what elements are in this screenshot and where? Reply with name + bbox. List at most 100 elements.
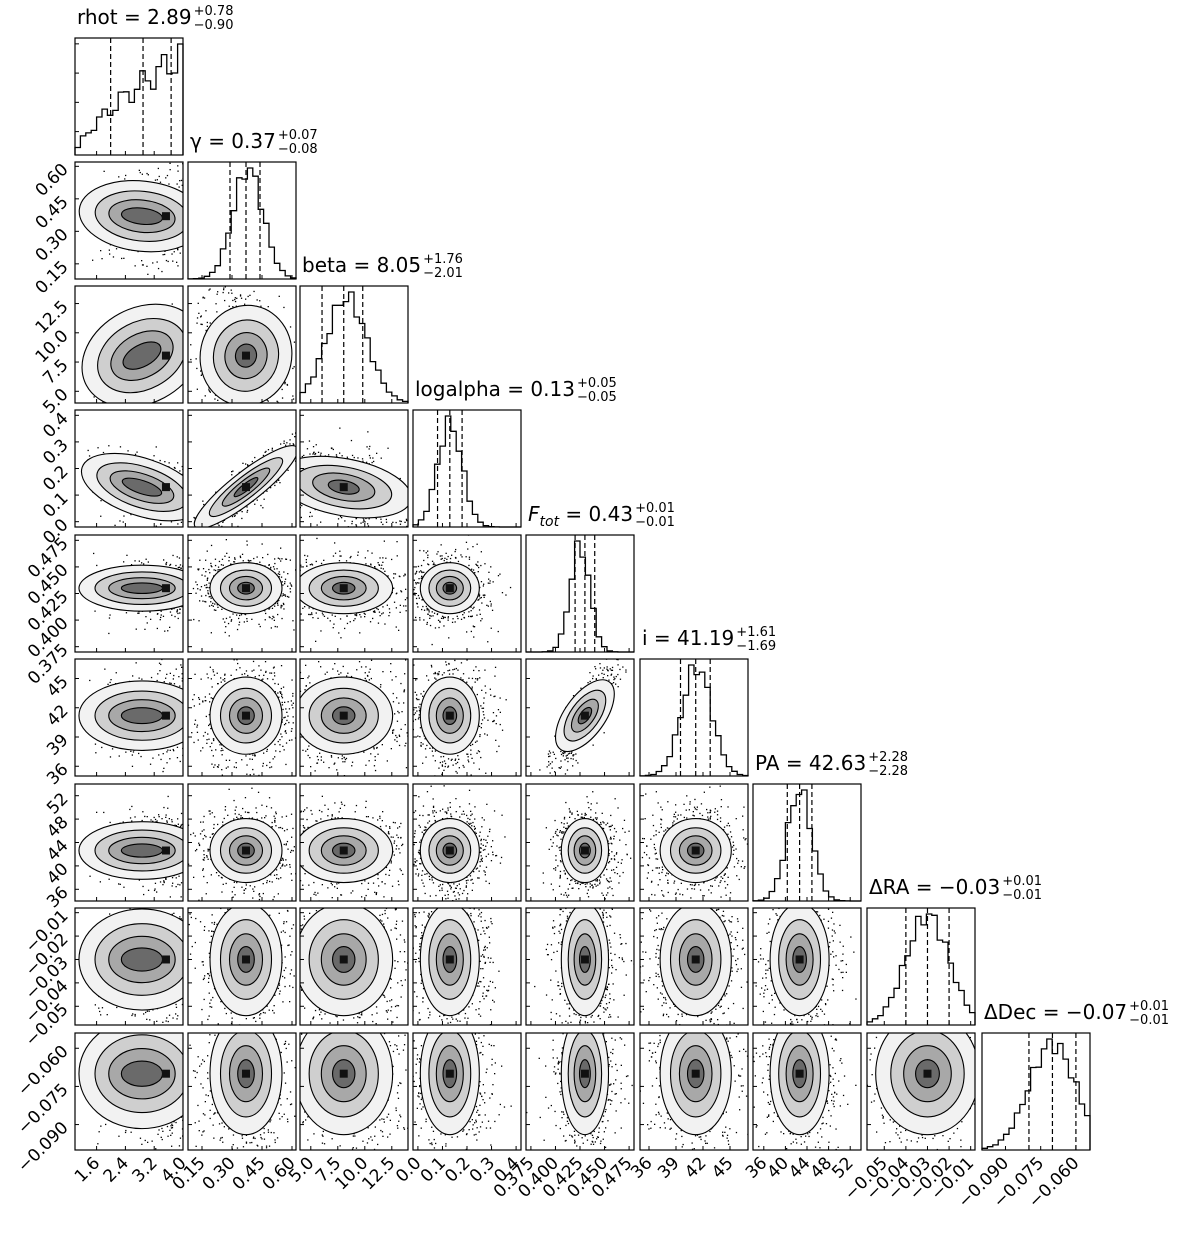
- sample-point: [380, 518, 382, 520]
- sample-point: [191, 230, 192, 231]
- sample-point: [184, 506, 185, 507]
- sample-point: [159, 619, 161, 621]
- sample-point: [218, 431, 219, 432]
- sample-point: [312, 453, 314, 455]
- sample-point: [189, 569, 190, 570]
- panel-rhot-logalpha: [74, 409, 191, 528]
- sample-point: [247, 465, 249, 467]
- sample-point: [145, 616, 147, 618]
- sample-point: [280, 428, 281, 429]
- sample-point: [247, 464, 249, 466]
- sample-point: [209, 391, 211, 393]
- sample-point: [263, 498, 265, 500]
- sample-point: [267, 400, 269, 402]
- sample-point: [189, 491, 190, 492]
- sample-point: [192, 582, 193, 583]
- sample-point: [350, 439, 353, 442]
- sample-point: [186, 539, 187, 540]
- sample-point: [189, 215, 190, 216]
- sample-point: [184, 220, 185, 221]
- sample-point: [192, 193, 193, 194]
- sample-point: [190, 513, 191, 514]
- sample-point: [293, 505, 294, 506]
- sample-point: [355, 525, 358, 527]
- sample-point: [300, 516, 302, 519]
- sample-point: [192, 582, 193, 583]
- sample-point: [184, 231, 185, 232]
- sample-point: [265, 450, 267, 453]
- sample-point: [186, 197, 187, 198]
- sample-point: [262, 404, 263, 405]
- sample-point: [112, 256, 115, 258]
- sample-point: [231, 418, 232, 419]
- sample-point: [367, 431, 369, 433]
- sample-point: [215, 303, 217, 305]
- sample-point: [368, 518, 370, 520]
- sample-point: [216, 536, 217, 537]
- sample-point: [189, 316, 190, 317]
- sample-point: [185, 596, 186, 597]
- sample-point: [185, 203, 186, 204]
- sample-point: [169, 626, 171, 628]
- sample-point: [159, 181, 162, 183]
- sample-point: [249, 414, 250, 415]
- sample-point: [231, 292, 233, 294]
- sample-point: [186, 259, 187, 260]
- sample-point: [335, 454, 338, 456]
- sample-point: [367, 525, 370, 527]
- sample-point: [186, 497, 187, 498]
- sample-point: [190, 454, 191, 455]
- sample-point: [304, 343, 305, 344]
- sample-point: [276, 406, 277, 407]
- sample-point: [297, 378, 298, 379]
- sample-point: [264, 451, 266, 453]
- sample-point: [184, 505, 185, 506]
- sample-point: [191, 585, 192, 586]
- sample-point: [324, 422, 325, 423]
- sample-point: [406, 557, 407, 558]
- sample-point: [185, 479, 186, 480]
- sample-point: [316, 524, 318, 526]
- sample-point: [294, 436, 296, 438]
- sample-point: [215, 280, 216, 281]
- sample-point: [291, 414, 292, 415]
- sample-point: [226, 407, 227, 408]
- sample-point: [289, 439, 291, 441]
- sample-point: [365, 547, 366, 548]
- sample-point: [154, 179, 157, 181]
- sample-point: [192, 555, 193, 556]
- sample-point: [192, 561, 193, 562]
- sample-point: [215, 491, 217, 493]
- sample-point: [190, 229, 191, 230]
- sample-point: [190, 501, 191, 502]
- sample-point: [215, 528, 216, 529]
- sample-point: [289, 483, 290, 484]
- sample-point: [205, 310, 207, 312]
- sample-point: [184, 204, 185, 205]
- sample-point: [189, 340, 190, 341]
- sample-point: [380, 457, 382, 459]
- sample-point: [190, 499, 191, 500]
- sample-point: [192, 224, 193, 225]
- sample-point: [149, 611, 151, 613]
- sample-point: [301, 384, 302, 385]
- sample-point: [101, 258, 103, 260]
- sample-point: [232, 470, 234, 472]
- sample-point: [191, 216, 192, 217]
- sample-point: [102, 412, 103, 413]
- sample-point: [309, 515, 311, 518]
- density-peak: [161, 584, 170, 593]
- sample-point: [184, 474, 185, 475]
- sample-point: [276, 400, 278, 402]
- sample-point: [177, 170, 179, 172]
- sample-point: [190, 344, 192, 346]
- sample-point: [189, 338, 190, 339]
- sample-point: [254, 404, 255, 405]
- sample-point: [191, 584, 192, 585]
- sample-point: [163, 559, 165, 561]
- sample-point: [155, 446, 157, 448]
- sample-point: [298, 472, 299, 473]
- sample-point: [231, 471, 233, 473]
- sample-point: [214, 398, 216, 400]
- sample-point: [186, 602, 187, 603]
